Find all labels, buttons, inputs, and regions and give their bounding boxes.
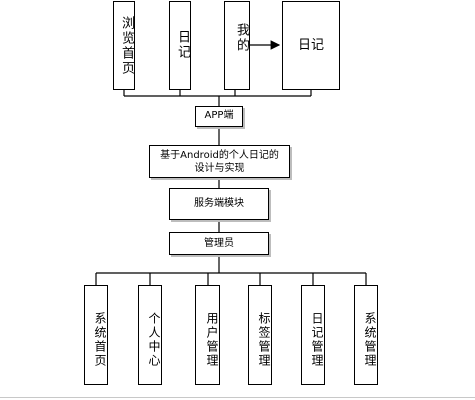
module-tag-mgmt-label: 标签管理	[257, 312, 271, 368]
module-personal-center: 个人中心	[138, 285, 162, 385]
module-diary-mgmt: 日记管理	[301, 285, 325, 385]
module-diary-mgmt-label: 日记管理	[310, 312, 324, 368]
module-system-mgmt: 系统管理	[354, 285, 378, 385]
module-diary-top: 日记	[169, 1, 191, 90]
module-user-mgmt-label: 用户管理	[205, 312, 219, 368]
system-box: 基于Android的个人日记的设计与实现	[149, 145, 290, 178]
bottom-frame-line	[0, 397, 475, 398]
module-my-diary-label: 日记	[297, 38, 324, 53]
server-box: 服务端模块	[169, 188, 269, 220]
module-mine-label: 我的	[234, 23, 249, 53]
module-user-mgmt: 用户管理	[195, 285, 220, 385]
module-system-home-label: 系统首页	[93, 312, 107, 368]
module-mine: 我的	[224, 1, 250, 90]
module-personal-center-label: 个人中心	[147, 312, 161, 368]
app-label: APP端	[204, 110, 234, 121]
module-browse-home-label: 浏览首页	[119, 16, 134, 76]
server-label: 服务端模块	[194, 198, 244, 209]
admin-label: 管理员	[204, 238, 234, 249]
module-system-mgmt-label: 系统管理	[363, 312, 377, 368]
module-diary-top-label: 日记	[175, 30, 190, 60]
app-box: APP端	[195, 106, 243, 127]
module-system-home: 系统首页	[84, 285, 108, 385]
module-my-diary: 日记	[282, 1, 340, 90]
system-label: 基于Android的个人日记的设计与实现	[160, 150, 279, 174]
admin-box: 管理员	[169, 232, 269, 255]
module-tag-mgmt: 标签管理	[248, 285, 272, 385]
module-browse-home: 浏览首页	[113, 1, 135, 90]
